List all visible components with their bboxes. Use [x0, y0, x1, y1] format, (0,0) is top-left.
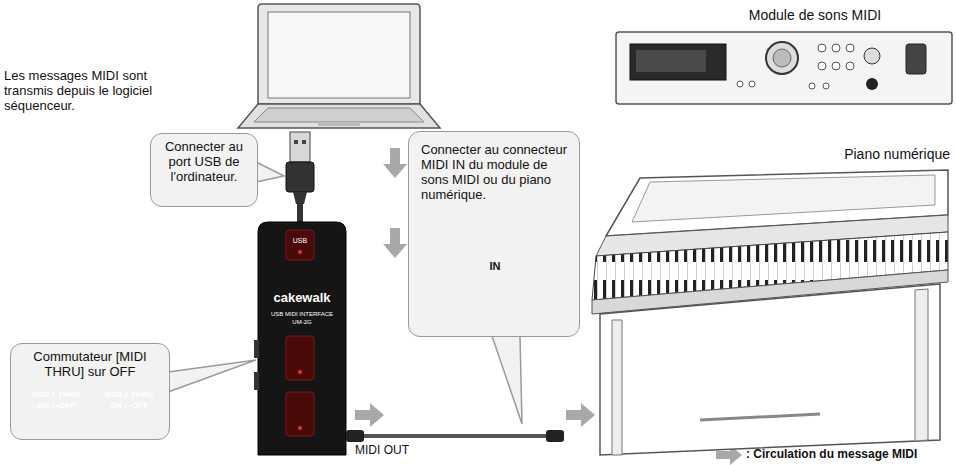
- switch-label: MIDI 2 THRU: [94, 390, 164, 400]
- port-label: MIDI OUT: [355, 443, 435, 457]
- sound-module: [616, 32, 952, 104]
- device-label: Piano numérique: [820, 146, 950, 162]
- note-text: Les messages MIDI sont transmis depuis l…: [4, 68, 194, 113]
- callout-text: Commutateur [MIDI THRU] sur OFF: [17, 349, 163, 379]
- laptop: [238, 4, 440, 128]
- callout-bubble: Connecter au connecteur MIDI IN du modul…: [408, 131, 580, 337]
- device-label: USB MIDI INTERFACE: [262, 310, 342, 318]
- legend-text: : Circulation du message MIDI: [746, 447, 917, 461]
- callout-bubble: Commutateur [MIDI THRU] sur OFF MIDI 1 TH…: [10, 343, 170, 440]
- switch-label: ON • •OFF: [94, 401, 164, 411]
- device-label: Module de sons MIDI: [720, 7, 910, 23]
- callout-text: Connecter au port USB de l'ordinateur.: [157, 139, 251, 184]
- digital-piano: [592, 170, 948, 455]
- callout-text: Connecter au connecteur MIDI IN du modul…: [421, 142, 567, 202]
- switch-label: ON • •OFF: [21, 401, 91, 411]
- midi-interface: [254, 222, 346, 455]
- usb-plug: [286, 132, 314, 224]
- midi-cable: [346, 430, 564, 442]
- switch-label: MIDI 1 THRU: [21, 390, 91, 400]
- device-label: UM-2G: [262, 318, 342, 326]
- brand-label: cakewalk: [262, 290, 342, 305]
- switch-label: IN: [483, 260, 507, 273]
- port-label: USB: [286, 236, 314, 245]
- callout-bubble: Connecter au port USB de l'ordinateur.: [150, 133, 258, 207]
